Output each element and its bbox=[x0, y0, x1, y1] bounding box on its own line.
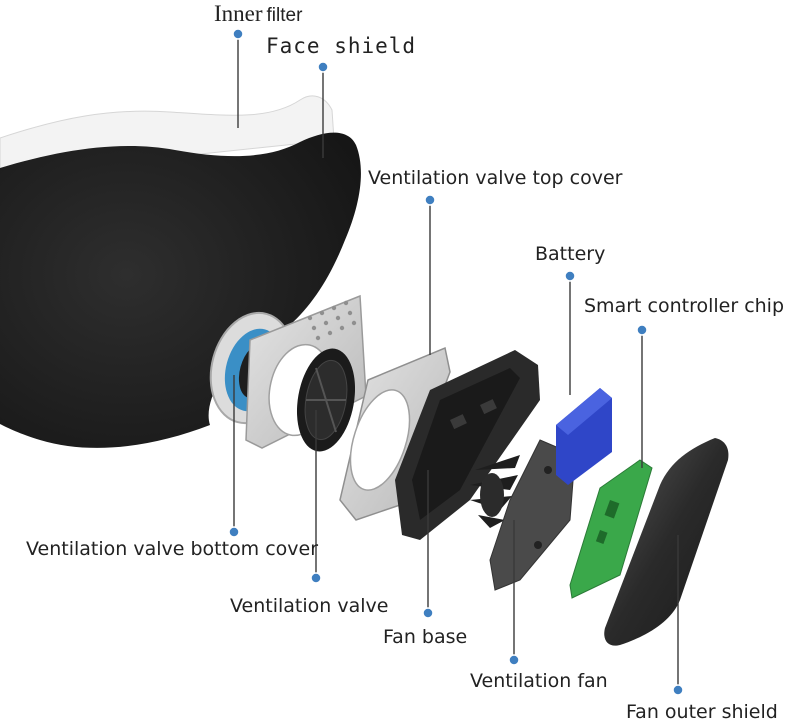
leader-lines bbox=[233, 34, 679, 690]
label-battery: Battery bbox=[535, 243, 606, 265]
label-smart-chip: Smart controller chip bbox=[584, 295, 785, 317]
pin-dots bbox=[228, 28, 684, 696]
valve-top-cover-shape bbox=[339, 346, 451, 521]
label-filter-word: filter bbox=[266, 5, 303, 26]
label-inner-filter: Inner filter bbox=[214, 2, 302, 25]
label-face-shield: Face shield bbox=[266, 34, 417, 58]
smart-chip-shape bbox=[569, 459, 653, 599]
fan-impeller-shape bbox=[470, 455, 520, 528]
face-shield-body bbox=[0, 132, 361, 448]
label-ventilation-fan: Ventilation fan bbox=[470, 670, 608, 692]
fan-outer-shield-shape bbox=[604, 438, 729, 646]
label-fan-outer-shield: Fan outer shield bbox=[626, 701, 778, 723]
label-fan-base: Fan base bbox=[383, 626, 468, 648]
battery-shape bbox=[556, 388, 612, 485]
label-valve-bottom-cover: Ventilation valve bottom cover bbox=[26, 538, 319, 560]
fan-base-shape bbox=[395, 350, 540, 540]
label-ventilation-valve: Ventilation valve bbox=[230, 595, 389, 617]
label-inner-word: Inner bbox=[214, 1, 263, 26]
label-valve-top-cover: Ventilation valve top cover bbox=[368, 167, 623, 189]
